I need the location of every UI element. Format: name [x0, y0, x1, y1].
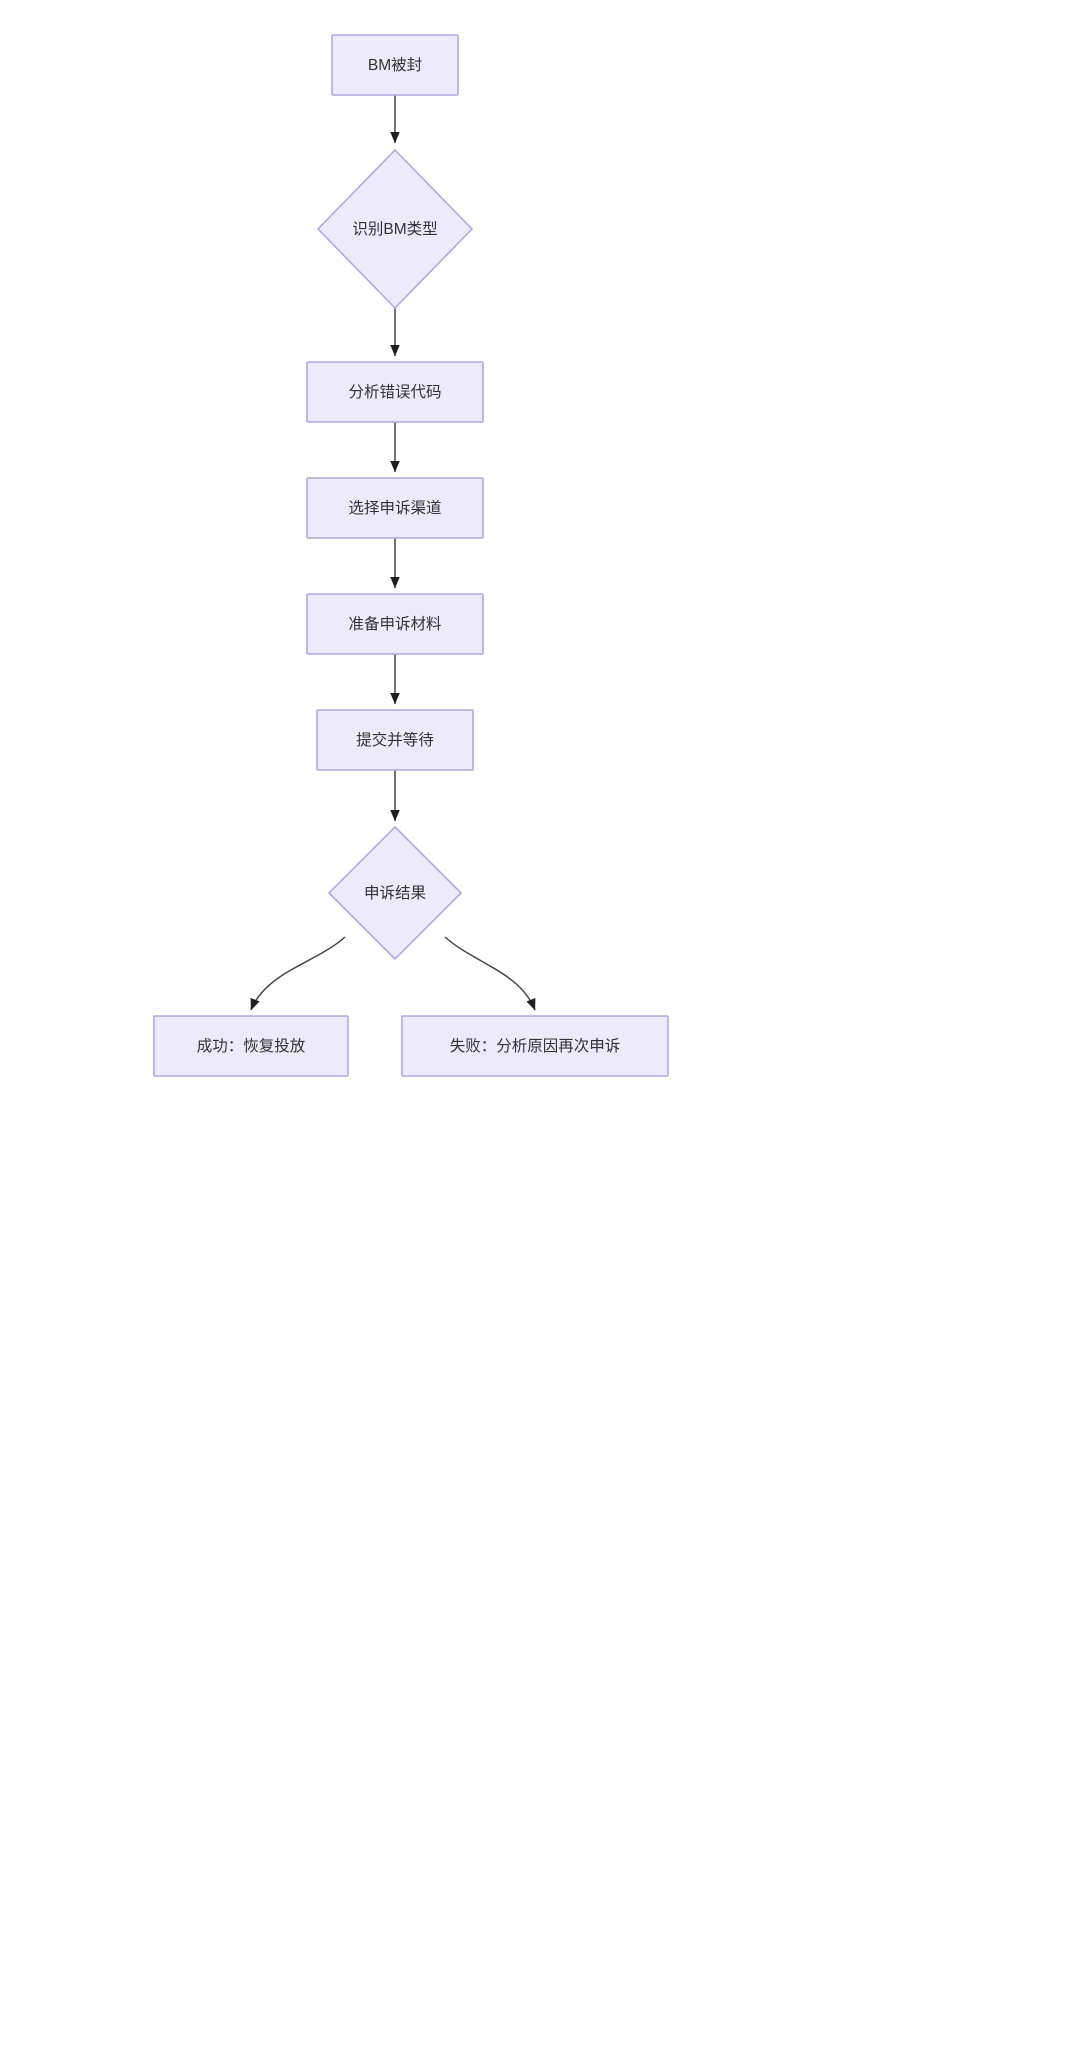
node-prepare-appeal-materials-shape[interactable]	[306, 593, 484, 655]
node-analyze-error-code[interactable]: 分析错误代码	[306, 361, 484, 423]
edge-layer	[250, 95, 536, 1011]
node-identify-bm-type-label: 识别BM类型	[352, 220, 437, 238]
node-failure-reappeal[interactable]: 失败：分析原因再次申诉	[401, 1015, 669, 1077]
node-identify-bm-type[interactable]: 识别BM类型	[316, 148, 474, 310]
node-bm-blocked-label: BM被封	[368, 56, 422, 74]
node-failure-reappeal-label: 失败：分析原因再次申诉	[450, 1037, 621, 1055]
node-prepare-appeal-materials-label: 准备申诉材料	[348, 615, 441, 633]
edge-result-to-failure	[444, 936, 536, 1011]
node-submit-and-wait-shape[interactable]	[316, 709, 474, 771]
node-prepare-appeal-materials[interactable]: 准备申诉材料	[306, 593, 484, 655]
node-analyze-error-code-label: 分析错误代码	[348, 383, 441, 401]
node-appeal-result-shape[interactable]	[327, 825, 463, 961]
node-success-resume-delivery[interactable]: 成功：恢复投放	[153, 1015, 349, 1077]
node-failure-reappeal-shape[interactable]	[401, 1015, 669, 1077]
node-bm-blocked[interactable]: BM被封	[331, 34, 459, 96]
node-bm-blocked-shape[interactable]	[331, 34, 459, 96]
node-analyze-error-code-shape[interactable]	[306, 361, 484, 423]
node-appeal-result-label: 申诉结果	[364, 884, 426, 902]
node-appeal-result[interactable]: 申诉结果	[327, 825, 463, 961]
node-identify-bm-type-shape[interactable]	[316, 148, 474, 310]
node-success-resume-delivery-label: 成功：恢复投放	[197, 1037, 306, 1055]
node-submit-and-wait-label: 提交并等待	[356, 731, 434, 749]
node-submit-and-wait[interactable]: 提交并等待	[316, 709, 474, 771]
edge-result-to-success	[250, 936, 346, 1011]
node-select-appeal-channel-label: 选择申诉渠道	[348, 499, 441, 517]
node-select-appeal-channel-shape[interactable]	[306, 477, 484, 539]
node-layer: BM被封 识别BM类型 分析错误代码 选择申诉渠道 准备申诉材料 提交并等待 申…	[153, 34, 669, 1077]
node-success-resume-delivery-shape[interactable]	[153, 1015, 349, 1077]
node-select-appeal-channel[interactable]: 选择申诉渠道	[306, 477, 484, 539]
